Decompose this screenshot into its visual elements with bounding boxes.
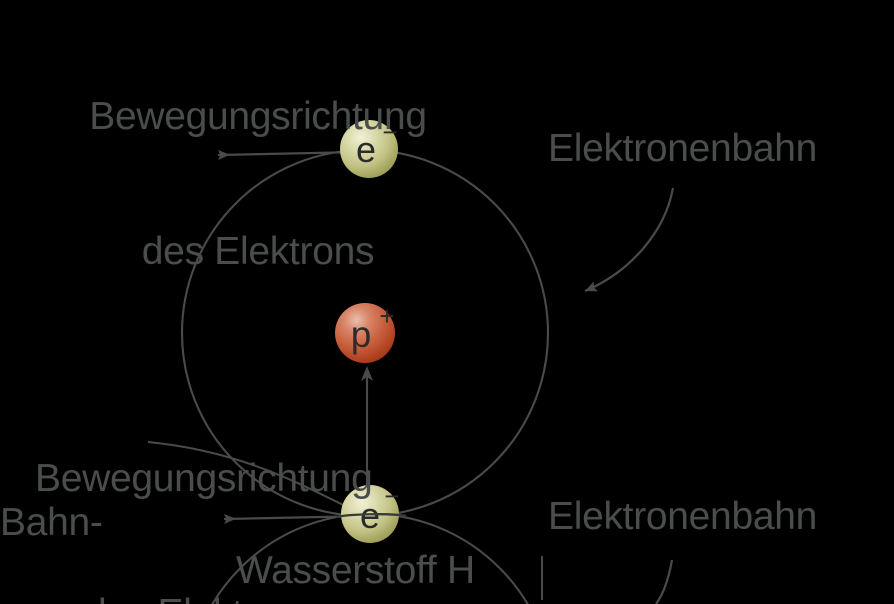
- label-orbit-bottom-right: Elektronenbahn: [548, 495, 818, 538]
- orbit-overlap-stroke-bottom: [335, 513, 407, 519]
- label-orbit-radius: Bahn- radius: [0, 410, 104, 604]
- label-element-name: Wasserstoff H: [236, 549, 475, 592]
- orbit-radius-arrowhead: [361, 366, 373, 381]
- label-motion-mid-line2: des Elektrons: [35, 591, 372, 604]
- proton-sphere: [335, 303, 395, 363]
- label-motion-top-line2: des Elektrons: [141, 230, 375, 273]
- electron-top-symbol: e: [356, 129, 376, 170]
- velocity-arrow-top: [217, 150, 363, 160]
- electron-bottom-symbol: e: [360, 495, 380, 536]
- electron-bottom-charge: −: [384, 481, 399, 511]
- label-motion-mid: Bewegungsrichtung des Elektrons: [35, 366, 373, 604]
- electron-top-charge: −: [382, 117, 397, 147]
- electron-top-sphere: [340, 120, 398, 178]
- label-orbit-radius-line1: Bahn-: [0, 501, 103, 544]
- proton-charge: +: [379, 301, 394, 331]
- label-motion-top: Bewegungsrichtung des Elektrons: [28, 4, 488, 364]
- proton-symbol: p: [351, 314, 372, 355]
- orbit-label-pointer-top: [584, 187, 675, 293]
- label-motion-mid-line1: Bewegungsrichtung: [35, 457, 373, 500]
- radius-leader-line: [147, 441, 363, 515]
- orbit-label-pointer-bottom: [655, 559, 674, 604]
- label-orbit-top-right: Elektronenbahn: [548, 127, 818, 170]
- label-motion-top-line1: Bewegungsrichtung: [89, 95, 427, 138]
